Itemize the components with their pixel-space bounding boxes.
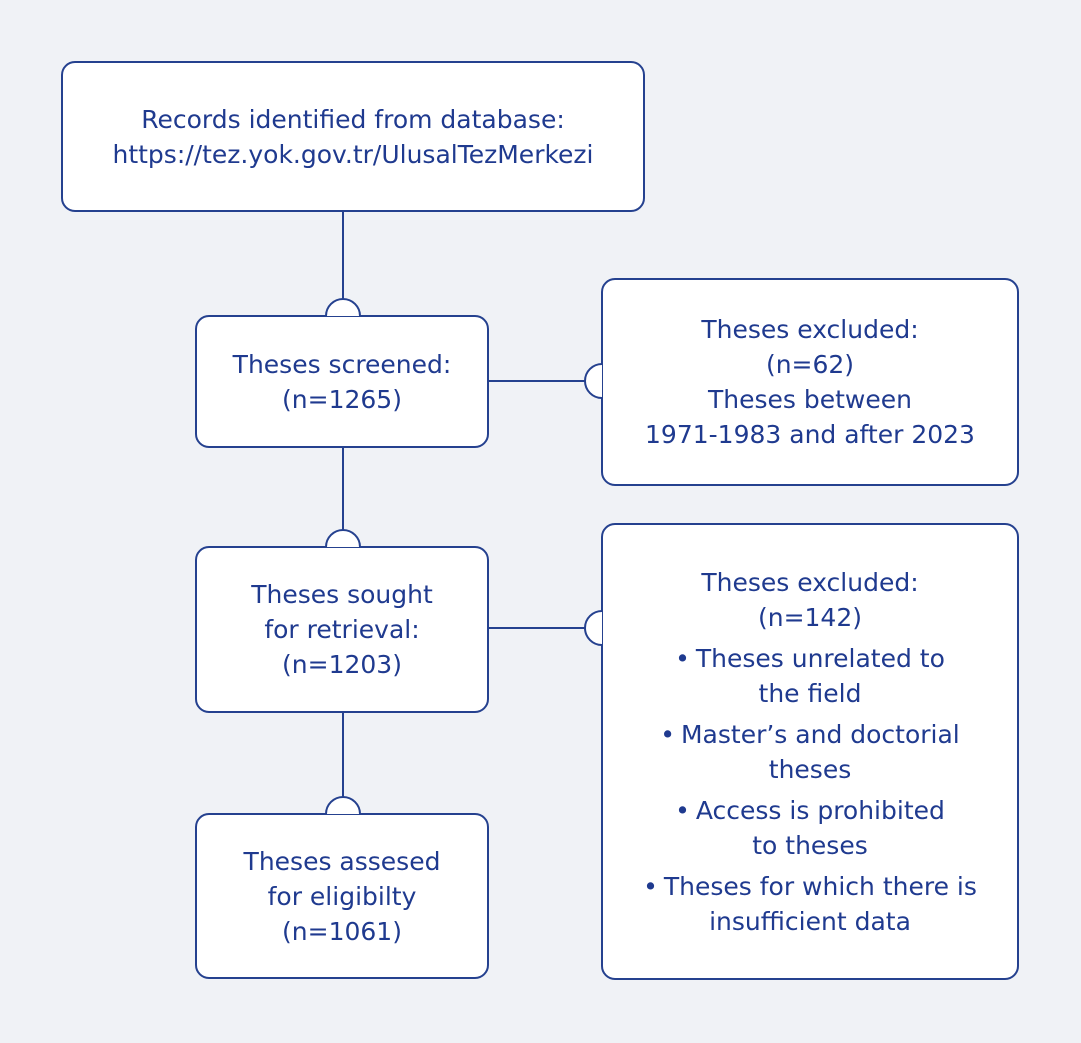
exclusion-reason-2-line-2: theses <box>768 754 852 784</box>
excluded-1-line-1: Theses excluded: <box>701 315 919 344</box>
records-line-1: Records identified from database: <box>141 104 565 134</box>
excluded-2-line-1: Theses excluded: <box>701 567 919 597</box>
sought-line-2: for retrieval: <box>264 615 420 644</box>
exclusion-reason-4-text-1: Theses for which there is <box>663 871 977 901</box>
screened-line-2: (n=1265) <box>282 384 402 414</box>
theses-assessed-box: Theses assesed for eligibilty (n=1061) <box>195 813 489 979</box>
exclusion-reason-4-line-1: •Theses for which there is <box>643 869 977 904</box>
exclusion-reason-item: •Master’s and doctorial theses <box>643 717 977 787</box>
screened-line-1: Theses screened: <box>232 349 452 379</box>
exclusion-reason-3-line-2: to theses <box>752 830 868 860</box>
bullet-icon: • <box>675 643 690 673</box>
exclusion-reason-4-line-2: insufficient data <box>709 906 911 936</box>
exclusion-reason-item: •Theses unrelated to the field <box>643 641 977 711</box>
bullet-icon: • <box>660 719 675 749</box>
theses-screened-box: Theses screened: (n=1265) <box>195 315 489 448</box>
exclusion-reason-3-line-1: •Access is prohibited <box>643 793 977 828</box>
theses-excluded-box-2: Theses excluded: (n=142) •Theses unrelat… <box>601 523 1019 980</box>
assessed-line-2: for eligibilty <box>267 881 417 911</box>
exclusion-reason-1-text-1: Theses unrelated to <box>695 643 945 673</box>
exclusion-reason-1-line-2: the field <box>758 678 862 708</box>
exclusion-reason-1-line-1: •Theses unrelated to <box>643 641 977 676</box>
excluded-1-line-2: (n=62) <box>765 350 855 379</box>
bullet-icon: • <box>643 871 658 901</box>
bullet-icon: • <box>675 795 690 825</box>
assessed-line-3: (n=1061) <box>282 916 402 946</box>
exclusion-reason-item: •Theses for which there is insufficient … <box>643 869 977 939</box>
records-identified-box: Records identified from database: https:… <box>61 61 645 212</box>
theses-excluded-box-1: Theses excluded: (n=62) Theses between 1… <box>601 278 1019 486</box>
exclusion-reasons-list: •Theses unrelated to the field •Master’s… <box>643 637 977 939</box>
excluded-1-line-3: Theses between <box>708 385 912 414</box>
exclusion-reason-item: •Access is prohibited to theses <box>643 793 977 863</box>
exclusion-reason-3-text-1: Access is prohibited <box>695 795 945 825</box>
sought-line-3: (n=1203) <box>282 650 402 679</box>
assessed-line-1: Theses assesed <box>243 846 441 876</box>
records-line-2: https://tez.yok.gov.tr/UlusalTezMerkezi <box>112 139 594 169</box>
excluded-1-line-4: 1971-1983 and after 2023 <box>645 420 975 449</box>
theses-sought-box: Theses sought for retrieval: (n=1203) <box>195 546 489 713</box>
exclusion-reason-2-text-1: Master’s and doctorial <box>680 719 960 749</box>
excluded-2-line-2: (n=142) <box>757 602 863 632</box>
exclusion-reason-2-line-1: •Master’s and doctorial <box>643 717 977 752</box>
sought-line-1: Theses sought <box>251 580 433 609</box>
